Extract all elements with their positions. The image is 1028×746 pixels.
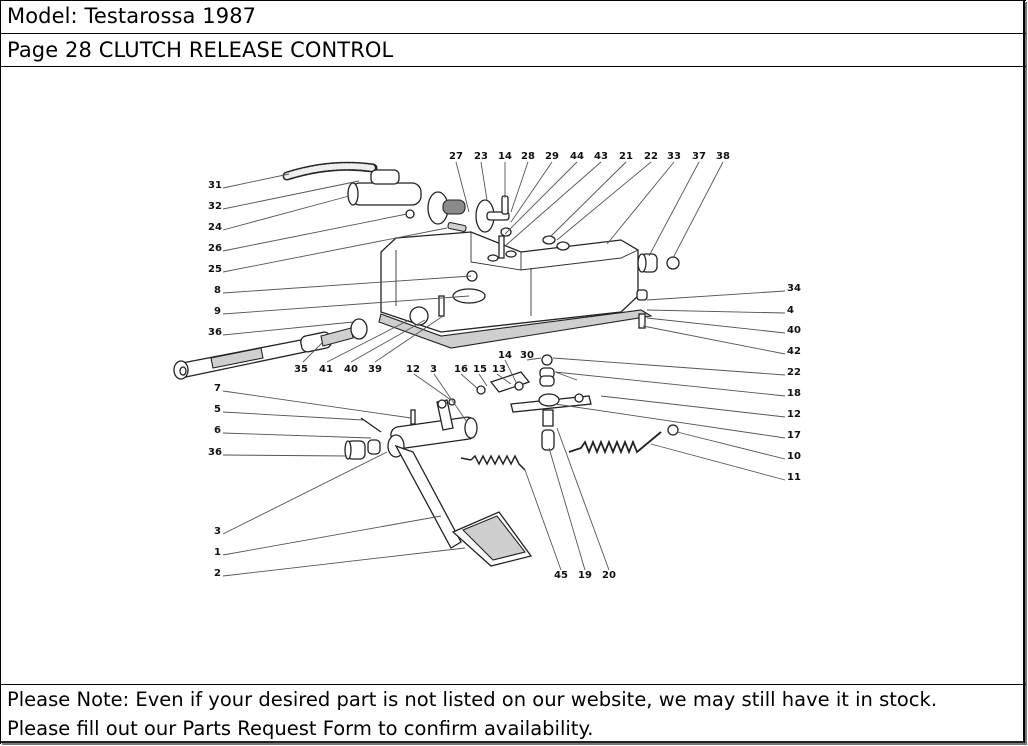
callout-label: 23 [474,151,488,162]
callout-label: 42 [787,346,801,357]
callout-label: 30 [520,350,534,361]
callout-label: 14 [498,350,512,361]
callout-label: 28 [521,151,535,162]
note-line-1: Please Note: Even if your desired part i… [7,688,938,711]
callout-label: 18 [787,388,801,399]
callout-label: 21 [619,151,633,162]
callout-label: 17 [787,430,801,441]
callout-label: 45 [554,570,568,581]
callout-label: 35 [294,364,308,375]
lever-assembly-part [476,354,592,451]
page-title: Page 28 CLUTCH RELEASE CONTROL [7,38,394,62]
callout-label: 15 [473,364,487,375]
callout-label: 37 [692,151,706,162]
callout-label: 40 [344,364,358,375]
parts-diagram: 31 32 24 26 25 8 9 36 27 23 14 28 29 44 … [173,151,801,581]
callout-label: 6 [214,425,221,436]
callout-label: 41 [319,364,333,375]
diagram-area: 31 32 24 26 25 8 9 36 27 23 14 28 29 44 … [0,67,1026,685]
callout-label: 22 [644,151,658,162]
pedal-assembly-part [344,398,533,567]
callout-label: 39 [368,364,382,375]
callout-label: 22 [787,367,801,378]
callout-label: 44 [570,151,584,162]
note-line-2: Please fill out our Parts Request Form t… [7,717,594,740]
callout-label: 4 [787,305,794,316]
callout-label: 36 [208,327,222,338]
page-header-row: Page 28 CLUTCH RELEASE CONTROL [0,34,1026,67]
callout-label: 19 [578,570,592,581]
availability-note: Please Note: Even if your desired part i… [0,685,1026,744]
callout-label: 24 [208,222,222,233]
spring-anchor-part [667,424,679,436]
diagram-artwork [173,161,680,567]
callout-label: 40 [787,325,801,336]
model-header-row: Model: Testarossa 1987 [0,0,1026,34]
callout-label: 11 [787,472,801,483]
callout-label: 9 [214,306,221,317]
callout-label: 34 [787,283,801,294]
callout-label: 8 [214,285,221,296]
shaft-part [173,318,368,380]
flange-part [447,195,512,237]
callout-label: 12 [787,409,801,420]
clutch-housing-part [378,231,653,349]
spring-part [460,454,526,471]
callout-label: 7 [214,383,221,394]
master-cylinder-part [347,169,466,225]
callout-label: 31 [208,180,222,191]
callout-label: 3 [214,526,221,537]
callouts: 31 32 24 26 25 8 9 36 27 23 14 28 29 44 … [208,151,801,581]
return-spring-part [568,431,662,455]
callout-label: 36 [208,447,222,458]
callout-label: 3 [430,364,437,375]
callout-label: 38 [716,151,730,162]
callout-label: 43 [594,151,608,162]
callout-label: 20 [602,570,616,581]
circlip-part [666,256,680,270]
callout-label: 25 [208,264,222,275]
callout-label: 10 [787,451,801,462]
callout-label: 16 [454,364,468,375]
callout-label: 2 [214,568,221,579]
callout-label: 27 [449,151,463,162]
callout-label: 32 [208,201,222,212]
callout-label: 29 [545,151,559,162]
callout-label: 33 [667,151,681,162]
callout-label: 13 [492,364,506,375]
callout-label: 5 [214,404,221,415]
leader-lines [222,161,786,577]
callout-label: 14 [498,151,512,162]
callout-label: 1 [214,547,221,558]
callout-label: 12 [406,364,420,375]
model-title: Model: Testarossa 1987 [7,4,257,28]
callout-label: 26 [208,243,222,254]
